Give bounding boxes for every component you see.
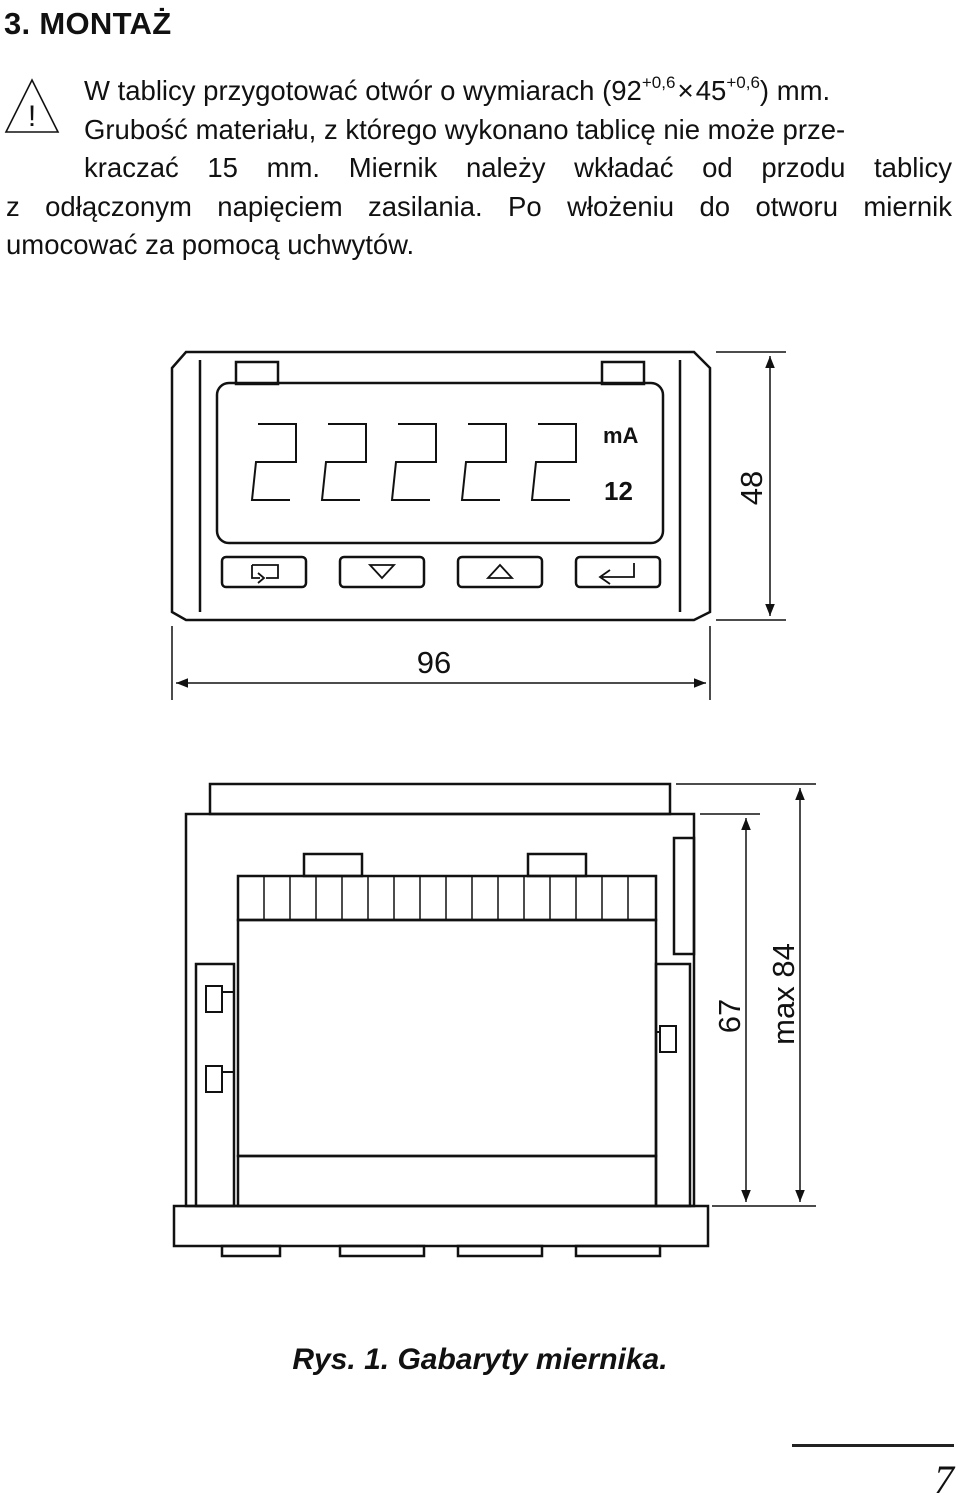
times-sign: × [677, 75, 694, 106]
mount-clip-left [234, 360, 280, 386]
right-mount [654, 962, 692, 1208]
clip-slot-left [302, 852, 364, 878]
instruction-line-3: kraczać 15 mm. Miernik należy wkładać od… [84, 152, 952, 183]
figure-caption: Rys. 1. Gabaryty miernika. [292, 1343, 668, 1376]
instruction-line-4: z odłączonym napięciem zasilania. Po wło… [6, 190, 952, 222]
front-section [236, 1154, 658, 1208]
footer-rule [792, 1444, 954, 1447]
up-button [456, 555, 544, 589]
housing-body [184, 812, 696, 1208]
left-mount [194, 962, 236, 1208]
svg-text:!: ! [28, 100, 36, 133]
side-latch [672, 836, 696, 956]
menu-button [220, 555, 308, 589]
button-stub [574, 1244, 662, 1258]
max-depth-dimension: max 84 [766, 943, 801, 1045]
depth-dimension: 67 [712, 999, 747, 1033]
clip-slot-right [526, 852, 588, 878]
top-view [172, 782, 710, 1258]
button-stub [338, 1244, 426, 1258]
front-view [170, 350, 712, 622]
instruction-line-2: Grubość materiału, z którego wykonano ta… [84, 113, 846, 145]
terminal-strip [236, 874, 658, 922]
indicator-label: 12 [604, 476, 633, 506]
height-dimension: 48 [734, 471, 769, 505]
front-bezel [172, 1204, 710, 1248]
button-stub [220, 1244, 282, 1258]
instruction-line-1: W tablicy przygotować otwór o wymiarach … [6, 72, 952, 111]
button-stub [456, 1244, 544, 1258]
enter-button [574, 555, 662, 589]
rear-connector [208, 782, 672, 816]
page-number: 7 [934, 1457, 954, 1502]
mount-clip-right [600, 360, 646, 386]
main-board [236, 918, 658, 1158]
enter-icon [598, 563, 635, 585]
section-title: 3. MONTAŻ [4, 6, 172, 41]
up-arrow-icon [485, 563, 515, 579]
unit-label: mA [603, 423, 639, 448]
menu-icon [251, 564, 279, 584]
instruction-line-5: umocować za pomocą uchwytów. [6, 229, 415, 260]
warning-icon: ! [4, 78, 60, 133]
down-button [338, 555, 426, 589]
down-arrow-icon [367, 564, 397, 580]
display-window [215, 381, 665, 545]
seven-segment-digits [250, 423, 577, 501]
mounting-instructions: W tablicy przygotować otwór o wymiarach … [6, 72, 952, 265]
width-dimension: 96 [417, 645, 451, 680]
meter-housing [170, 350, 712, 622]
